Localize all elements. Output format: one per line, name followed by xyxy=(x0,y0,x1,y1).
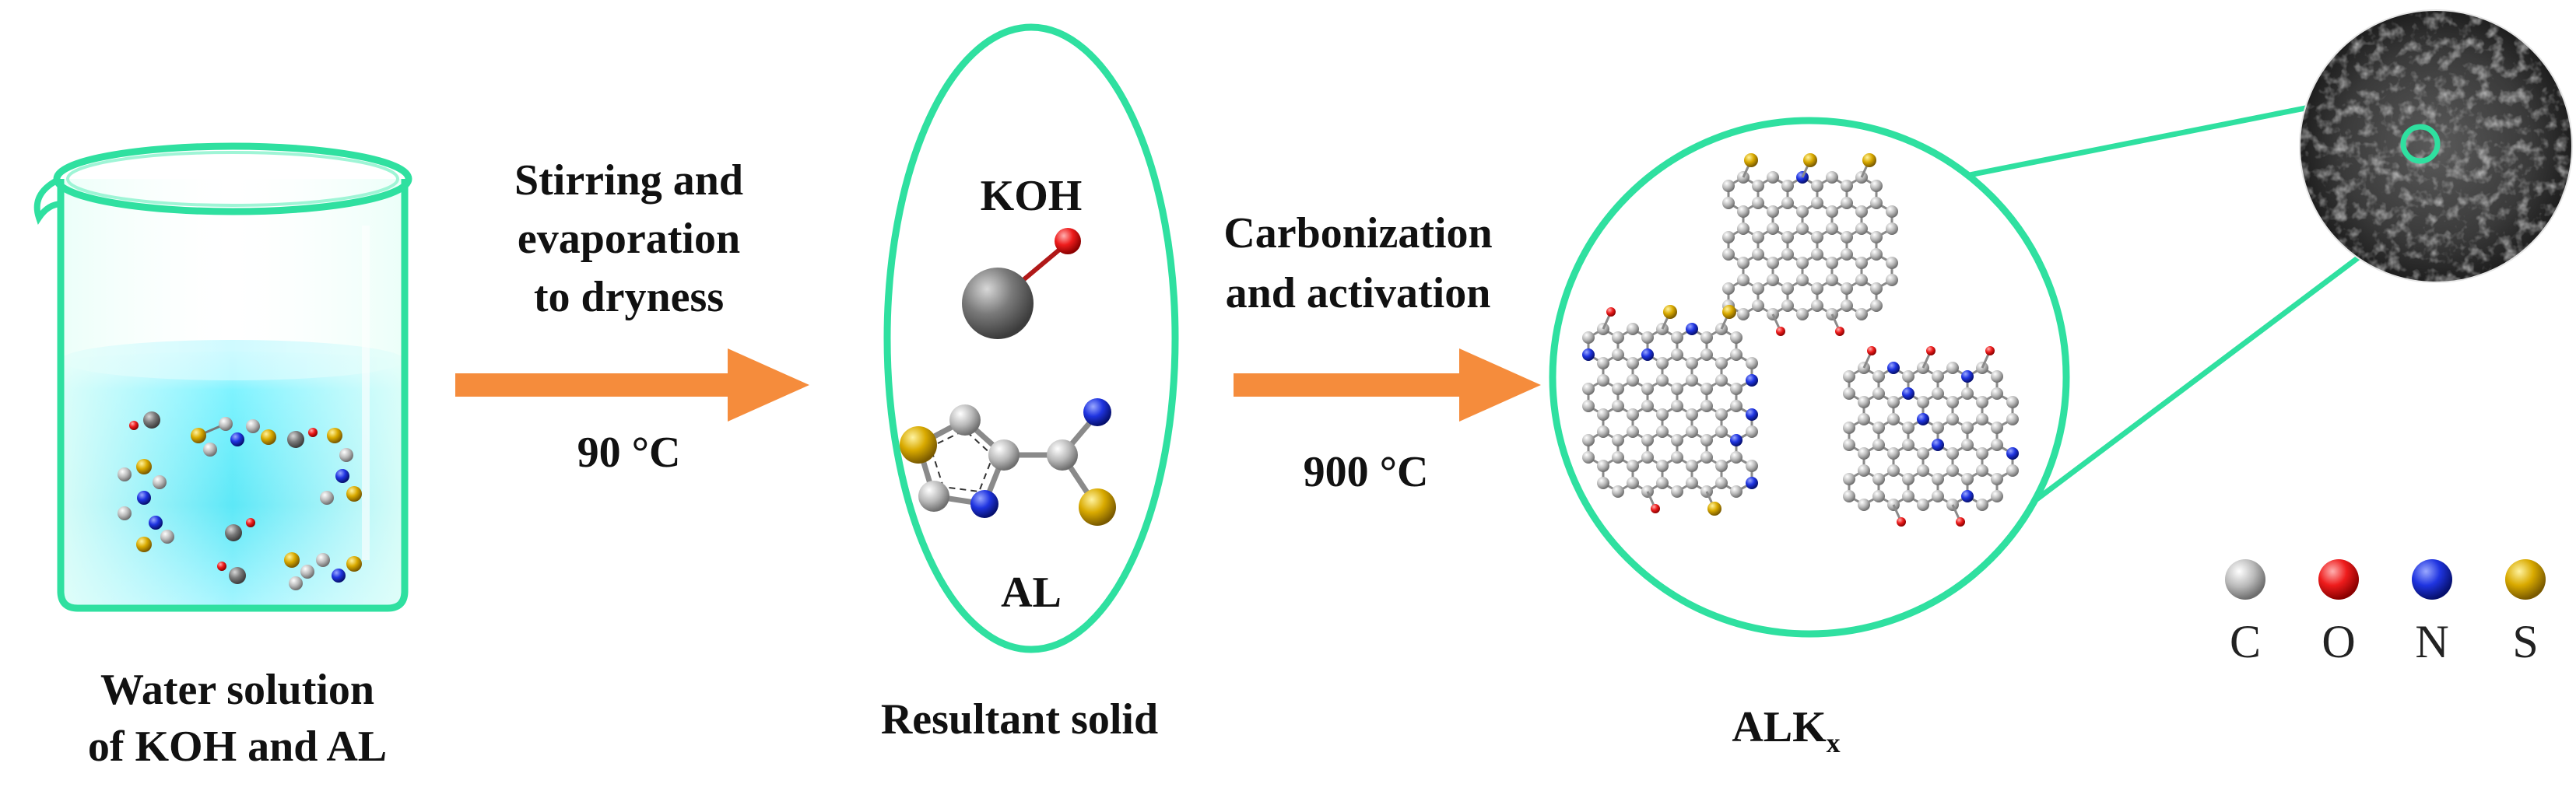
beaker-spout xyxy=(33,177,63,226)
step2-arrow xyxy=(1234,348,1541,422)
step1-line3: to dryness xyxy=(534,273,724,321)
carbon-sheet-3 xyxy=(1843,346,2019,527)
legend-o-label: O xyxy=(2322,616,2355,667)
legend-c-label: C xyxy=(2230,616,2261,667)
al-label: AL xyxy=(1001,569,1062,617)
legend-o-ball xyxy=(2318,559,2359,600)
product-outline xyxy=(1549,117,2070,638)
dissolved-molecules xyxy=(118,411,362,590)
koh-label: KOH xyxy=(981,172,1083,220)
legend-s-label: S xyxy=(2512,616,2538,667)
solid-outline xyxy=(883,23,1179,653)
beaker-rim-inner xyxy=(66,151,399,207)
legend-s-ball xyxy=(2505,559,2546,600)
carbon-sheet-1 xyxy=(1722,153,1898,336)
step2-line2: and activation xyxy=(1226,269,1491,317)
beaker-glass xyxy=(57,179,409,612)
sem-zoom-marker xyxy=(2400,124,2441,164)
beaker xyxy=(33,142,412,612)
al-molecule xyxy=(900,398,1116,526)
carbon-sheet-2 xyxy=(1582,305,1758,516)
legend-n-ball xyxy=(2412,559,2452,600)
product-label: ALKx xyxy=(1732,703,1840,758)
carbon-sheets xyxy=(1582,153,2019,527)
sem-micrograph xyxy=(2299,9,2573,283)
beaker-caption-line1: Water solution xyxy=(100,666,374,714)
step2-line1: Carbonization xyxy=(1223,209,1492,257)
legend-n-label: N xyxy=(2415,616,2448,667)
beaker-caption-line2: of KOH and AL xyxy=(88,723,387,771)
koh-molecule xyxy=(962,228,1081,339)
legend-c-ball xyxy=(2225,559,2265,600)
step1-line1: Stirring and xyxy=(514,156,743,205)
step1-temp: 90 °C xyxy=(577,429,681,477)
step1-line2: evaporation xyxy=(518,215,740,263)
step1-arrow xyxy=(455,348,809,422)
solid-caption: Resultant solid xyxy=(881,695,1158,744)
beaker-rim xyxy=(53,142,412,215)
step2-temp: 900 °C xyxy=(1304,448,1429,496)
